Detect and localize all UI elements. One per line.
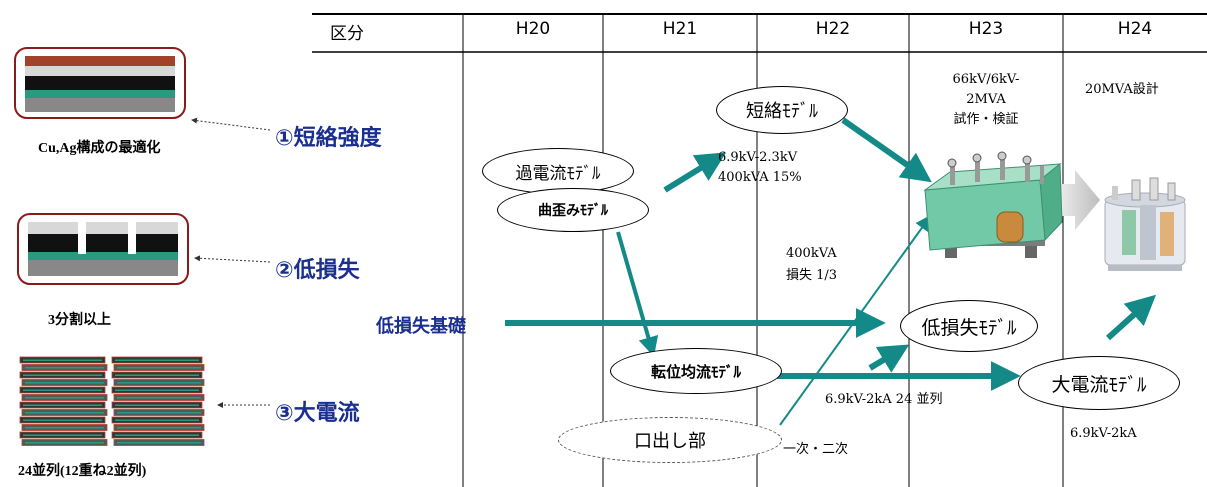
prototype-spec-2: 2MVA [966,92,1006,107]
node-low-loss-model: 低損失ﾓﾃﾞﾙ [900,300,1038,352]
high-current-spec: 6.9kV-2kA [1070,426,1137,441]
header-year-h23: H23 [968,19,1004,39]
node-low-loss-label: 低損失ﾓﾃﾞﾙ [921,316,1017,339]
node-high-current-label: 大電流ﾓﾃﾞﾙ [1051,373,1147,396]
stacked-conductors-icon [19,356,205,446]
timeline-grid [312,13,1207,487]
cross-section-2-icon [17,213,189,285]
node-overcurrent-model: 過電流ﾓﾃﾞﾙ [482,148,634,194]
low-loss-basic-label: 低損失基礎 [376,316,466,337]
category-low-loss: ②低損失 [275,258,360,283]
node-transposition-model: 転位均流ﾓﾃﾞﾙ [610,348,782,394]
caption-low-loss: 3分割以上 [48,313,111,328]
transformer-prototype-icon [923,151,1063,258]
node-bending-model: 曲歪みﾓﾃﾞﾙ [497,188,649,232]
node-transposition-label: 転位均流ﾓﾃﾞﾙ [650,362,741,381]
node-lead-section: 口出し部 [558,417,782,463]
loss-spec-2: 損失 1/3 [786,268,838,283]
design-spec: 20MVA設計 [1085,82,1159,97]
caption-high-current: 24並列(12重ね2並列) [18,464,147,479]
node-short-circuit-model: 短絡ﾓﾃﾞﾙ [716,86,848,134]
prototype-spec-3: 試作・検証 [953,112,1019,127]
winding-label: 一次・二次 [783,442,849,457]
category-high-current: ③大電流 [275,401,360,426]
short-circuit-spec-1: 6.9kV-2.3kV [718,150,798,165]
node-bending-label: 曲歪みﾓﾃﾞﾙ [538,203,608,219]
prototype-spec-1: 66kV/6kV- [952,72,1020,87]
node-short-circuit-label: 短絡ﾓﾃﾞﾙ [746,101,818,122]
header-category: 区分 [330,24,364,44]
transformer-design-icon [1104,177,1186,271]
header-year-h24: H24 [1117,19,1153,39]
cross-section-1-icon [14,47,186,119]
category-short-circuit: ①短絡強度 [275,126,382,151]
node-high-current-model: 大電流ﾓﾃﾞﾙ [1018,356,1180,410]
header-year-h22: H22 [815,19,851,39]
loss-spec-1: 400kVA [786,246,837,261]
header-year-h20: H20 [515,19,551,39]
node-lead-label: 口出し部 [634,431,706,452]
node-overcurrent-label: 過電流ﾓﾃﾞﾙ [515,163,601,184]
header-year-h21: H21 [662,19,698,39]
leader-arrows [191,117,271,408]
parallel-spec: 6.9kV-2kA 24 並列 [825,392,943,407]
flow-arrows [505,117,1157,426]
short-circuit-spec-2: 400kVA 15% [718,170,802,185]
caption-short-circuit: Cu,Ag構成の最適化 [38,141,161,156]
